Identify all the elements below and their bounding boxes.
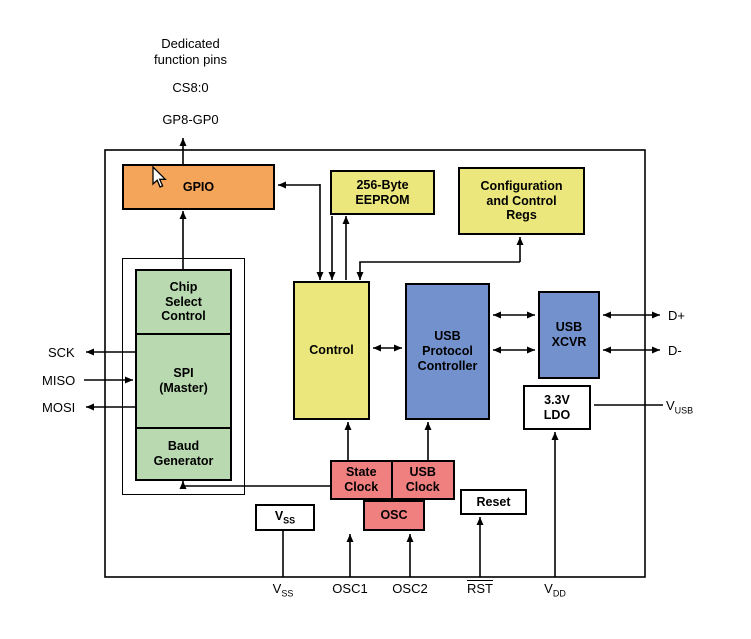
block-usb-protocol-controller: USB Protocol Controller — [405, 283, 490, 420]
label-rst-pin: RST — [467, 581, 493, 596]
label-osc2-pin: OSC2 — [392, 581, 428, 596]
label-vdd-pin: VDD — [544, 581, 566, 599]
chip-boundary — [104, 149, 646, 578]
block-osc: OSC — [363, 500, 425, 531]
block-ldo: 3.3V LDO — [523, 385, 591, 430]
block-reset: Reset — [460, 489, 527, 515]
label-osc1-pin: OSC1 — [332, 581, 368, 596]
block-usb-clock: USB Clock — [405, 465, 440, 494]
label-d-minus: D- — [668, 343, 682, 358]
mouse-cursor-icon — [152, 166, 167, 188]
block-spi-stack: Chip Select Control SPI (Master) Baud Ge… — [135, 269, 232, 481]
block-config-regs: Configuration and Control Regs — [458, 167, 585, 235]
label-dedicated-function-pins: Dedicated function pins — [154, 36, 227, 68]
label-d-plus: D+ — [668, 308, 685, 323]
label-mosi: MOSI — [42, 400, 76, 415]
label-gp-pins: GP8-GP0 — [162, 112, 219, 127]
label-miso: MISO — [42, 373, 76, 388]
block-state-clock: State Clock — [332, 462, 393, 498]
label-cs-pins: CS8:0 — [172, 80, 209, 95]
block-control: Control — [293, 281, 370, 420]
label-sck: SCK — [48, 345, 75, 360]
block-chip-select-control: Chip Select Control — [137, 271, 230, 335]
label-vusb: VUSB — [666, 398, 694, 416]
arrow-stateclock-to-baud — [179, 481, 330, 489]
block-gpio: GPIO — [122, 164, 275, 210]
block-eeprom: 256-Byte EEPROM — [330, 170, 435, 215]
block-baud-generator: Baud Generator — [153, 439, 214, 468]
arrow-config-regs-to-control — [356, 261, 520, 280]
block-vss: VSS — [255, 504, 315, 531]
block-usb-xcvr: USB XCVR — [538, 291, 600, 379]
spi-subsystem-frame — [122, 258, 245, 495]
block-spi-master: SPI (Master) — [137, 335, 230, 429]
block-clocks: State Clock USB Clock — [330, 460, 455, 500]
label-vss-pin: VSS — [272, 581, 294, 599]
